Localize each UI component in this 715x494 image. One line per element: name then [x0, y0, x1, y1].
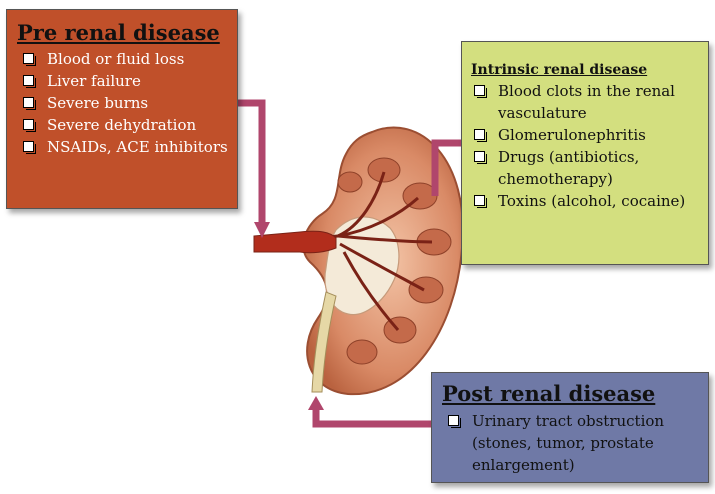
list-item: Severe burns [17, 92, 229, 114]
checkbox-bullet-icon [474, 195, 485, 206]
post-renal-list: Urinary tract obstruction (stones, tumor… [442, 410, 700, 476]
checkbox-bullet-icon [23, 75, 34, 86]
list-item: Blood clots in the renal vasculature [468, 80, 700, 124]
intrinsic-renal-list: Blood clots in the renal vasculature Glo… [468, 80, 700, 212]
intrinsic-renal-title: Intrinsic renal disease [468, 62, 700, 78]
pre-renal-list: Blood or fluid loss Liver failure Severe… [17, 48, 229, 158]
list-item: Blood or fluid loss [17, 48, 229, 70]
arrowhead-post-renal [308, 396, 324, 410]
list-item: Drugs (antibiotics, chemotherapy) [468, 146, 700, 190]
intrinsic-renal-box: Intrinsic renal disease Blood clots in t… [461, 41, 709, 265]
post-renal-title: Post renal disease [442, 381, 700, 406]
arrow-pre-renal [238, 103, 262, 222]
pre-renal-title: Pre renal disease [17, 20, 229, 45]
pre-renal-box: Pre renal disease Blood or fluid loss Li… [6, 9, 238, 209]
checkbox-bullet-icon [23, 53, 34, 64]
list-item: Severe dehydration [17, 114, 229, 136]
list-item: NSAIDs, ACE inhibitors [17, 136, 229, 158]
post-renal-box: Post renal disease Urinary tract obstruc… [431, 372, 709, 483]
checkbox-bullet-icon [448, 415, 459, 426]
checkbox-bullet-icon [23, 141, 34, 152]
checkbox-bullet-icon [23, 97, 34, 108]
list-item: Toxins (alcohol, cocaine) [468, 190, 700, 212]
renal-artery [254, 231, 336, 253]
list-item: Glomerulonephritis [468, 124, 700, 146]
arrow-post-renal [316, 410, 431, 424]
checkbox-bullet-icon [474, 85, 485, 96]
checkbox-bullet-icon [23, 119, 34, 130]
list-item: Urinary tract obstruction (stones, tumor… [442, 410, 700, 476]
checkbox-bullet-icon [474, 129, 485, 140]
list-item: Liver failure [17, 70, 229, 92]
checkbox-bullet-icon [474, 151, 485, 162]
